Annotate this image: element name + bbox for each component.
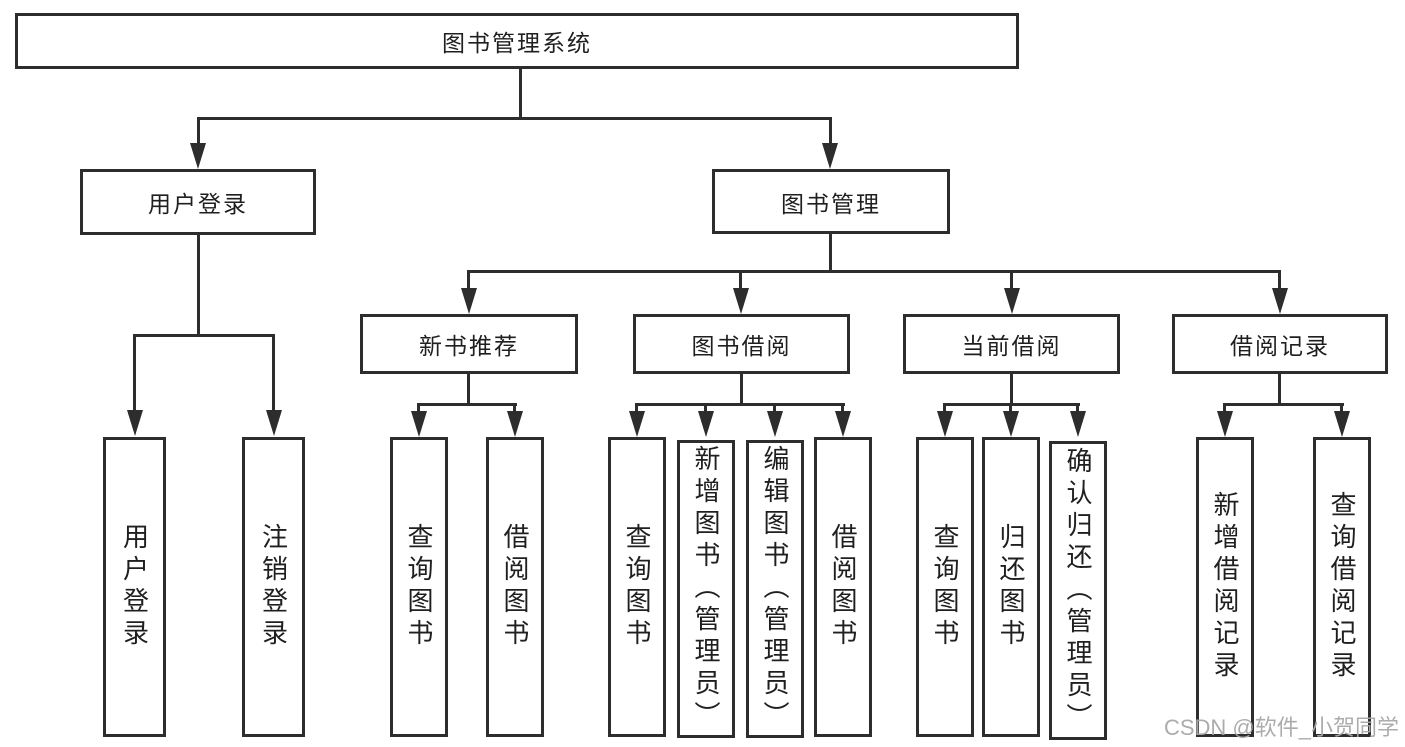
arrow-down-icon — [767, 411, 783, 437]
leaf-logout-label: 注销登录 — [258, 523, 289, 651]
connector-line — [1010, 270, 1013, 296]
leaf-return-books-label: 归还图书 — [996, 523, 1026, 651]
node-new-book-recommend: 新书推荐 — [360, 314, 578, 374]
connector-line — [467, 270, 470, 296]
connector-line — [197, 235, 200, 336]
connector-line — [417, 403, 420, 417]
arrow-down-icon — [835, 411, 851, 437]
node-new-book-recommend-label: 新书推荐 — [419, 333, 519, 359]
leaf-add-books-admin: 新增图书（管理员） — [677, 440, 735, 738]
leaf-borrow-books-newbooks-label: 借阅图书 — [500, 523, 530, 651]
connector-line — [197, 117, 832, 120]
connector-line — [739, 270, 742, 296]
leaf-query-books-current-label: 查询图书 — [930, 523, 960, 651]
node-user-login-label: 用户登录 — [148, 191, 248, 217]
arrow-down-icon — [822, 143, 838, 169]
connector-line — [197, 117, 200, 149]
arrow-down-icon — [507, 411, 523, 437]
leaf-borrow-books: 借阅图书 — [814, 437, 872, 737]
node-borrow-records-label: 借阅记录 — [1230, 333, 1330, 359]
leaf-add-borrow-record-label: 新增借阅记录 — [1210, 491, 1240, 683]
leaf-edit-books-admin-label: 编辑图书（管理员） — [760, 445, 790, 733]
arrow-down-icon — [266, 410, 282, 436]
connector-line — [417, 403, 517, 406]
node-book-borrow-label: 图书借阅 — [691, 333, 792, 359]
connector-line — [841, 403, 844, 417]
connector-line — [1278, 270, 1281, 296]
connector-line — [1009, 403, 1012, 417]
node-book-borrow: 图书借阅 — [633, 314, 850, 374]
leaf-query-borrow-record-label: 查询借阅记录 — [1327, 491, 1357, 683]
leaf-query-borrow-record: 查询借阅记录 — [1313, 437, 1371, 737]
connector-line — [133, 334, 275, 337]
node-current-borrow-label: 当前借阅 — [961, 333, 1062, 359]
arrow-down-icon — [127, 410, 143, 436]
leaf-borrow-books-newbooks: 借阅图书 — [486, 437, 544, 737]
connector-line — [635, 403, 638, 417]
connector-line — [467, 374, 470, 406]
connector-line — [1278, 374, 1281, 406]
leaf-edit-books-admin: 编辑图书（管理员） — [746, 440, 804, 738]
leaf-query-books-current: 查询图书 — [916, 437, 974, 737]
connector-line — [1223, 403, 1226, 417]
arrow-down-icon — [733, 288, 749, 314]
node-book-management: 图书管理 — [712, 169, 950, 234]
arrow-down-icon — [1070, 411, 1086, 437]
node-user-login: 用户登录 — [80, 169, 316, 235]
leaf-add-books-admin-label: 新增图书（管理员） — [691, 445, 721, 733]
leaf-query-books-newbooks: 查询图书 — [390, 437, 448, 737]
connector-line — [1340, 403, 1343, 417]
connector-line — [704, 403, 707, 417]
arrow-down-icon — [629, 411, 645, 437]
leaf-logout: 注销登录 — [242, 437, 305, 737]
arrow-down-icon — [1003, 411, 1019, 437]
node-current-borrow: 当前借阅 — [903, 314, 1120, 374]
arrow-down-icon — [461, 288, 477, 314]
node-book-management-label: 图书管理 — [781, 190, 881, 217]
leaf-user-login: 用户登录 — [103, 437, 166, 737]
arrow-down-icon — [1004, 288, 1020, 314]
arrow-down-icon — [1217, 411, 1233, 437]
connector-line — [740, 374, 743, 406]
connector-line — [829, 117, 832, 149]
connector-line — [519, 68, 522, 120]
connector-line — [1010, 374, 1013, 406]
connector-line — [635, 403, 845, 406]
node-root-label: 图书管理系统 — [442, 30, 592, 56]
csdn-watermark: CSDN @软件_小贺同学 — [1163, 715, 1399, 740]
leaf-user-login-label: 用户登录 — [119, 523, 150, 651]
connector-line — [272, 334, 275, 414]
leaf-return-books: 归还图书 — [982, 437, 1040, 737]
leaf-query-books-newbooks-label: 查询图书 — [404, 523, 434, 651]
connector-line — [773, 403, 776, 417]
arrow-down-icon — [190, 143, 206, 169]
leaf-query-books-borrow: 查询图书 — [608, 437, 666, 737]
arrow-down-icon — [698, 411, 714, 437]
connector-line — [943, 403, 946, 417]
connector-line — [467, 270, 1281, 273]
connector-line — [1223, 403, 1344, 406]
arrow-down-icon — [937, 411, 953, 437]
node-root: 图书管理系统 — [15, 13, 1019, 69]
connector-line — [1076, 403, 1079, 417]
connector-line — [513, 403, 516, 417]
leaf-borrow-books-label: 借阅图书 — [828, 523, 858, 651]
leaf-add-borrow-record: 新增借阅记录 — [1196, 437, 1254, 737]
node-borrow-records: 借阅记录 — [1172, 314, 1388, 374]
connector-line — [829, 234, 832, 273]
leaf-confirm-return-admin: 确认归还（管理员） — [1049, 441, 1107, 740]
arrow-down-icon — [1272, 288, 1288, 314]
arrow-down-icon — [411, 411, 427, 437]
leaf-query-books-borrow-label: 查询图书 — [622, 523, 652, 651]
connector-line — [133, 334, 136, 414]
arrow-down-icon — [1334, 411, 1350, 437]
leaf-confirm-return-admin-label: 确认归还（管理员） — [1063, 446, 1093, 735]
